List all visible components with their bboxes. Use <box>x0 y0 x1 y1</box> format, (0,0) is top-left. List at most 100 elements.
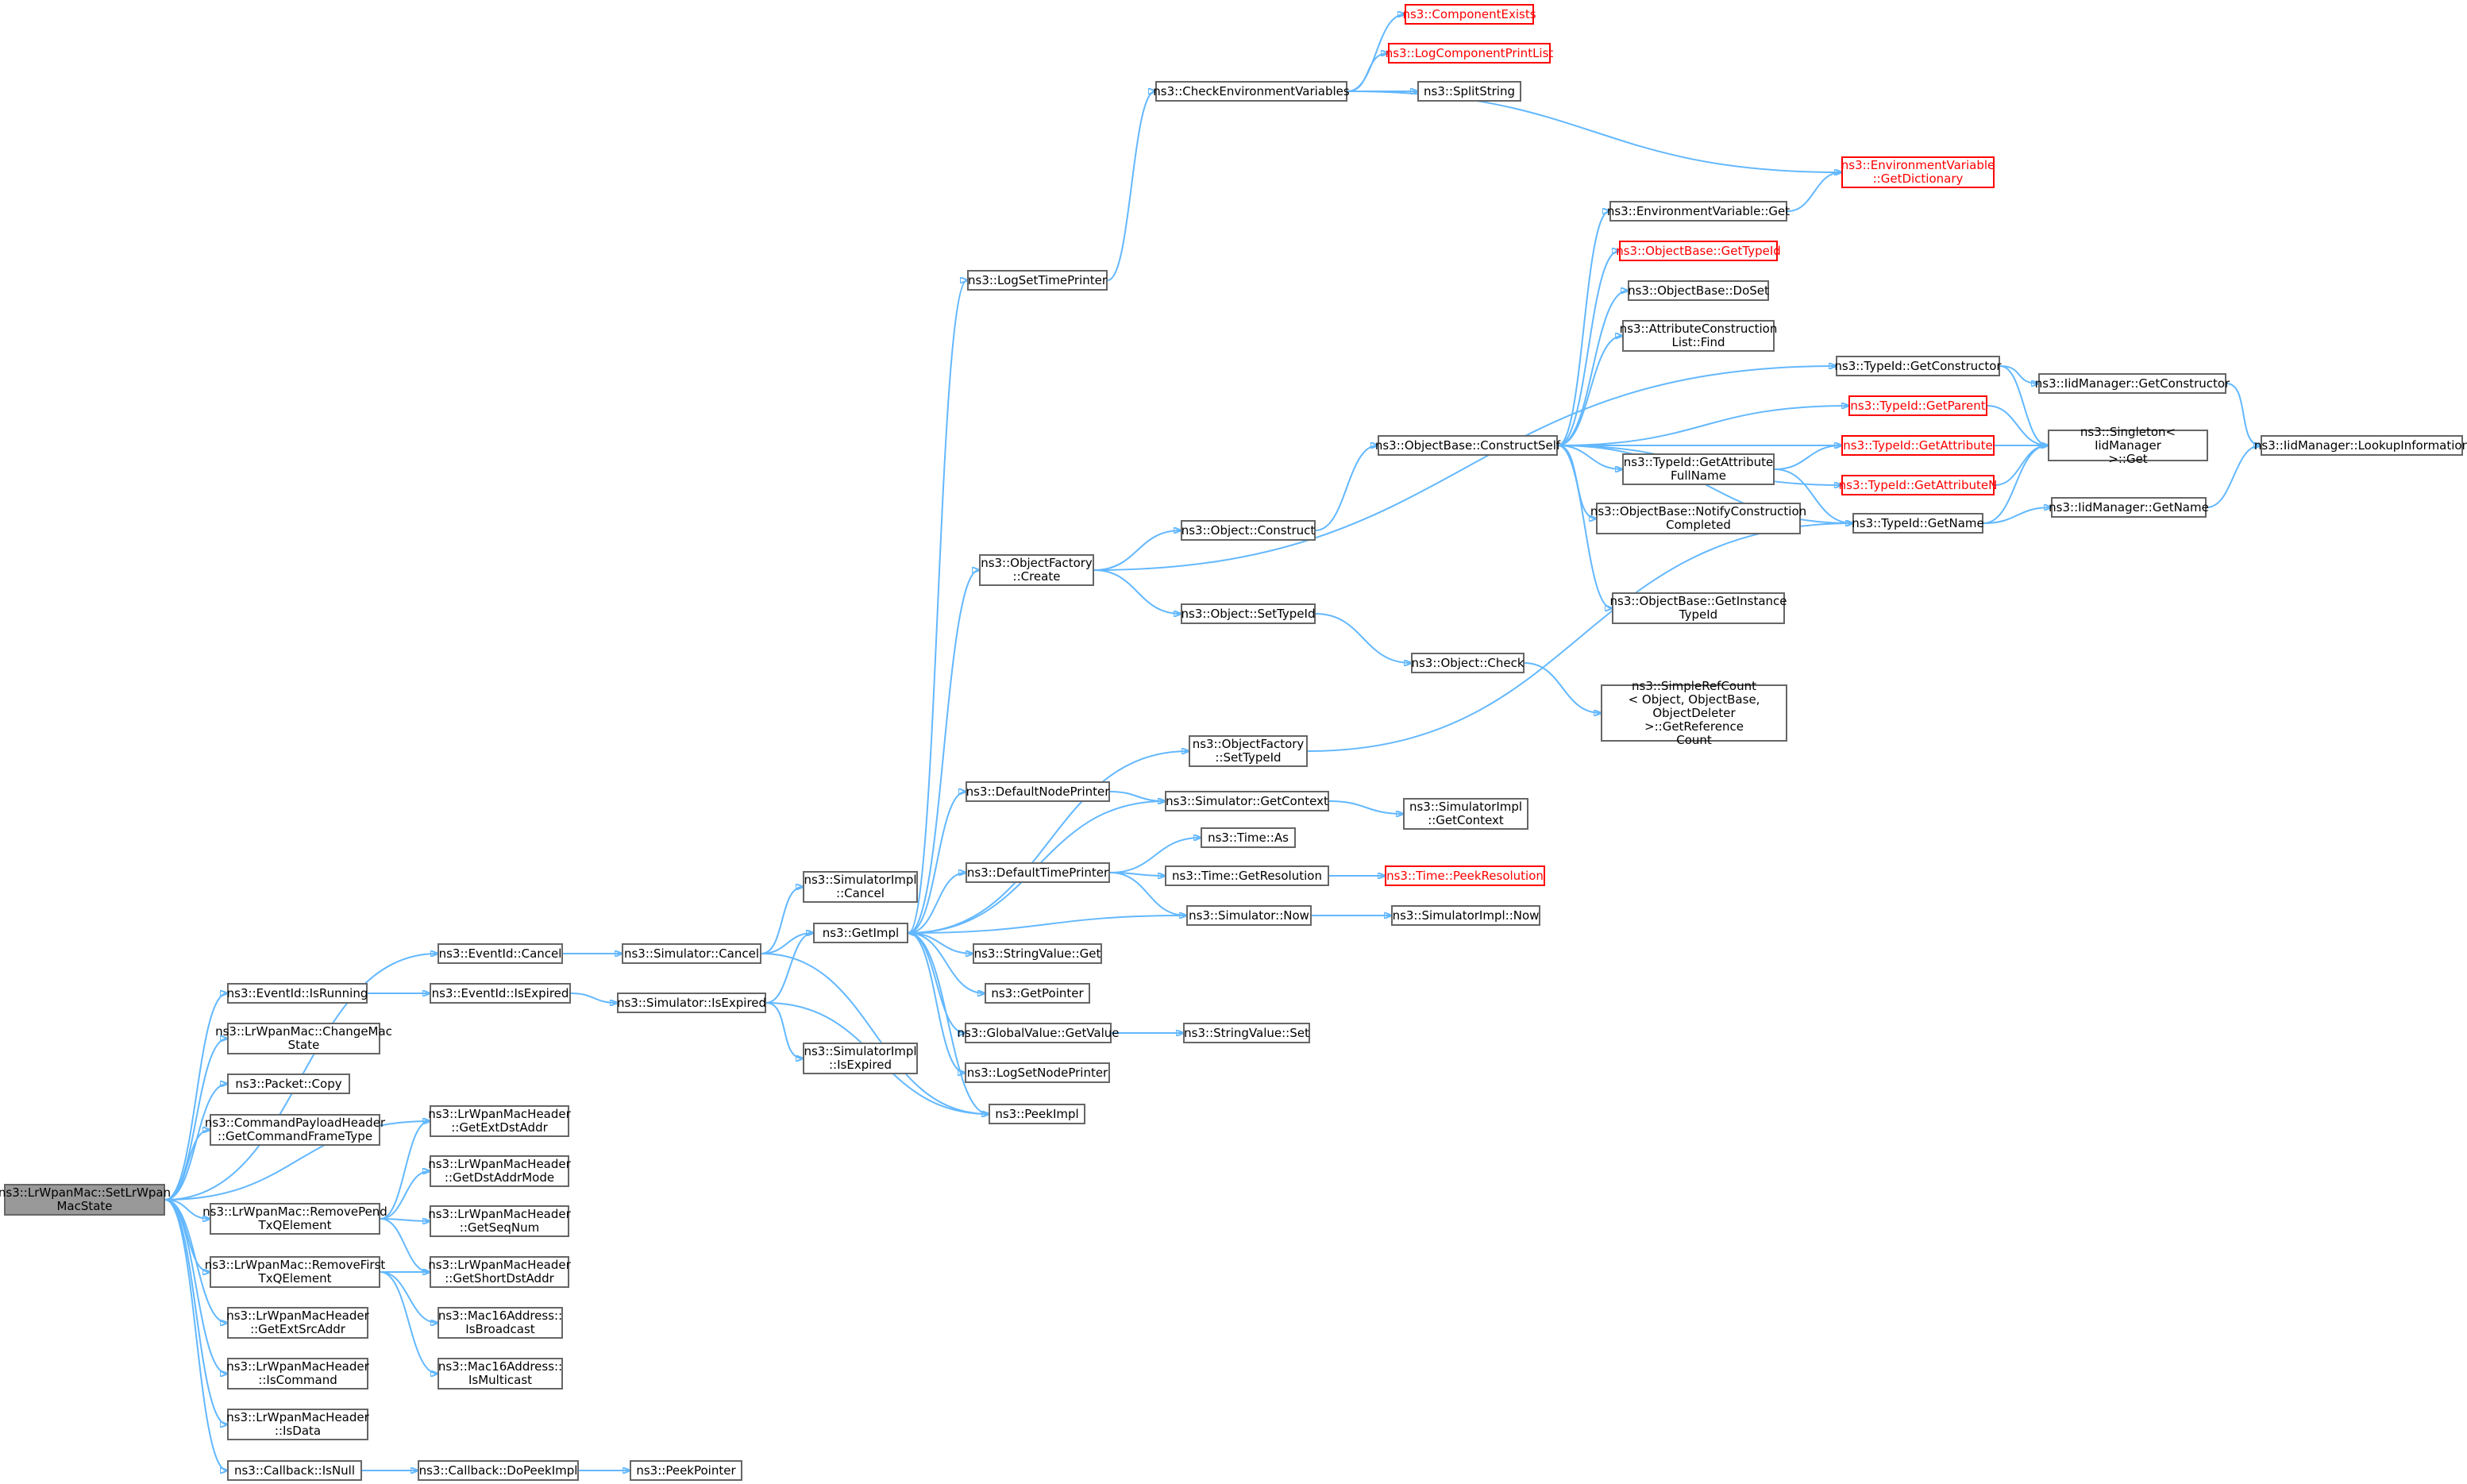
edge-removependtxq-to-getextdstaddr <box>380 1121 430 1220</box>
node-objectbase-doset[interactable]: ns3::ObjectBase::DoSet <box>1628 280 1769 301</box>
node-objectbase-gettypeid[interactable]: ns3::ObjectBase::GetTypeId <box>1616 241 1781 261</box>
node-simimpl-getcontext[interactable]: ns3::SimulatorImpl ::GetContext <box>1403 798 1528 830</box>
node-checkenvvars[interactable]: ns3::CheckEnvironmentVariables <box>1153 81 1350 102</box>
edge-getimpl-to-defaultnodeprinter <box>908 792 966 934</box>
edge-setlrwpanmacstate-to-changemacstate <box>164 1039 227 1201</box>
node-getextdstaddr[interactable]: ns3::LrWpanMacHeader ::GetExtDstAddr <box>428 1105 571 1137</box>
node-stringvalue-get[interactable]: ns3::StringValue::Get <box>973 943 1102 964</box>
node-iscommand[interactable]: ns3::LrWpanMacHeader ::IsCommand <box>226 1358 369 1390</box>
node-simulator-now[interactable]: ns3::Simulator::Now <box>1186 905 1312 926</box>
node-getseqnum[interactable]: ns3::LrWpanMacHeader ::GetSeqNum <box>428 1205 571 1237</box>
edge-objectfactory-create-to-object-settypeid <box>1093 569 1181 614</box>
node-isdata[interactable]: ns3::LrWpanMacHeader ::IsData <box>226 1409 369 1440</box>
node-changemacstate[interactable]: ns3::LrWpanMac::ChangeMac State <box>215 1023 392 1054</box>
node-mac16-isbroadcast[interactable]: ns3::Mac16Address:: IsBroadcast <box>438 1307 563 1339</box>
edge-object-check-to-simplerefcount <box>1524 662 1601 713</box>
node-defaulttimeprinter[interactable]: ns3::DefaultTimePrinter <box>966 862 1110 883</box>
edge-typeid-getname-to-iidmanager-getname <box>1983 507 2051 524</box>
node-callback-isnull[interactable]: ns3::Callback::IsNull <box>227 1460 362 1481</box>
node-attrconstructionlist-find[interactable]: ns3::AttributeConstruction List::Find <box>1620 320 1777 352</box>
node-splitstring[interactable]: ns3::SplitString <box>1417 81 1521 102</box>
edge-objectbase-constructself-to-attrconstructionlist-find <box>1557 336 1622 446</box>
node-simimpl-now[interactable]: ns3::SimulatorImpl::Now <box>1391 905 1540 926</box>
node-simimpl-cancel[interactable]: ns3::SimulatorImpl ::Cancel <box>803 871 918 903</box>
node-object-check[interactable]: ns3::Object::Check <box>1411 653 1525 673</box>
edge-checkenvvars-to-envvar-getdictionary <box>1347 91 1841 172</box>
node-typeid-getname[interactable]: ns3::TypeId::GetName <box>1852 513 1984 534</box>
node-singleton-get[interactable]: ns3::Singleton< IidManager >::Get <box>2048 425 2208 465</box>
node-typeid-getattributen[interactable]: ns3::TypeId::GetAttributeN <box>1839 475 1997 495</box>
node-packet-copy[interactable]: ns3::Packet::Copy <box>227 1073 350 1094</box>
node-eventid-isrunning[interactable]: ns3::EventId::IsRunning <box>227 983 368 1004</box>
edge-objectfactory-create-to-typeid-getconstructor <box>1093 366 1836 571</box>
node-simulator-cancel[interactable]: ns3::Simulator::Cancel <box>622 943 761 964</box>
edge-simulator-getcontext-to-simimpl-getcontext <box>1328 800 1403 814</box>
edge-eventid-isexpired-to-simulator-isexpired <box>570 993 617 1003</box>
edge-typeid-getattributefullname-to-typeid-getname <box>1774 468 1852 523</box>
node-getshortdstaddr[interactable]: ns3::LrWpanMacHeader ::GetShortDstAddr <box>428 1256 571 1288</box>
node-logsettimeprinter[interactable]: ns3::LogSetTimePrinter <box>967 270 1108 291</box>
node-peekimpl[interactable]: ns3::PeekImpl <box>989 1104 1085 1124</box>
edge-setlrwpanmacstate-to-getextsrcaddr <box>164 1199 227 1323</box>
edge-getimpl-to-getpointer <box>908 932 985 993</box>
node-object-construct[interactable]: ns3::Object::Construct <box>1181 520 1316 541</box>
node-time-getresolution[interactable]: ns3::Time::GetResolution <box>1165 865 1329 886</box>
node-typeid-getattribute[interactable]: ns3::TypeId::GetAttribute <box>1841 435 1995 456</box>
node-iidmanager-lookupinformation[interactable]: ns3::IidManager::LookupInformation <box>2254 435 2467 456</box>
edge-envvar-get-to-envvar-getdictionary <box>1787 172 1841 212</box>
node-getextsrcaddr[interactable]: ns3::LrWpanMacHeader ::GetExtSrcAddr <box>226 1307 369 1339</box>
node-logsetnodeprinter[interactable]: ns3::LogSetNodePrinter <box>965 1062 1110 1083</box>
edge-checkenvvars-to-logcomponentprintlist <box>1347 53 1388 92</box>
node-envvar-get[interactable]: ns3::EnvironmentVariable::Get <box>1607 201 1790 222</box>
edge-setlrwpanmacstate-to-removependtxq <box>164 1199 210 1219</box>
node-object-settypeid[interactable]: ns3::Object::SetTypeId <box>1181 603 1316 624</box>
node-peekpointer[interactable]: ns3::PeekPointer <box>630 1460 742 1481</box>
node-logcomponentprintlist[interactable]: ns3::LogComponentPrintList <box>1386 43 1553 64</box>
node-objectbase-notifyconstruction[interactable]: ns3::ObjectBase::NotifyConstruction Comp… <box>1590 503 1806 534</box>
edge-simulator-isexpired-to-getimpl <box>765 933 813 1004</box>
node-objectbase-constructself[interactable]: ns3::ObjectBase::ConstructSelf <box>1375 435 1560 456</box>
edge-removependtxq-to-getseqnum <box>380 1219 430 1221</box>
edge-iidmanager-getname-to-iidmanager-lookupinformation <box>2206 445 2261 508</box>
node-typeid-getattributefullname[interactable]: ns3::TypeId::GetAttribute FullName <box>1622 453 1775 485</box>
node-stringvalue-set[interactable]: ns3::StringValue::Set <box>1183 1023 1310 1043</box>
node-objectfactory-create[interactable]: ns3::ObjectFactory ::Create <box>979 554 1094 586</box>
node-removefirsttxq[interactable]: ns3::LrWpanMac::RemoveFirst TxQElement <box>205 1256 385 1288</box>
node-eventid-cancel[interactable]: ns3::EventId::Cancel <box>438 943 563 964</box>
node-getcommandframetype[interactable]: ns3::CommandPayloadHeader ::GetCommandFr… <box>205 1114 385 1146</box>
node-simulator-getcontext[interactable]: ns3::Simulator::GetContext <box>1165 791 1329 811</box>
node-time-as[interactable]: ns3::Time::As <box>1201 827 1296 848</box>
node-getdstaddrmode[interactable]: ns3::LrWpanMacHeader ::GetDstAddrMode <box>428 1155 571 1187</box>
edge-getimpl-to-logsetnodeprinter <box>908 932 965 1073</box>
node-simimpl-isexpired[interactable]: ns3::SimulatorImpl ::IsExpired <box>803 1043 918 1074</box>
node-iidmanager-getconstructor[interactable]: ns3::IidManager::GetConstructor <box>2035 373 2230 394</box>
node-objectbase-getinstancetypeid[interactable]: ns3::ObjectBase::GetInstance TypeId <box>1610 592 1787 624</box>
node-typeid-getparent[interactable]: ns3::TypeId::GetParent <box>1848 395 1987 416</box>
edge-setlrwpanmacstate-to-iscommand <box>164 1199 227 1374</box>
edge-typeid-getparent-to-singleton-get <box>1987 405 2048 445</box>
node-envvar-getdictionary[interactable]: ns3::EnvironmentVariable ::GetDictionary <box>1841 156 1995 188</box>
edge-removefirsttxq-to-mac16-ismulticast <box>380 1271 438 1374</box>
node-objectfactory-settypeid[interactable]: ns3::ObjectFactory ::SetTypeId <box>1189 735 1308 767</box>
node-simplerefcount[interactable]: ns3::SimpleRefCount < Object, ObjectBase… <box>1601 679 1787 746</box>
node-defaultnodeprinter[interactable]: ns3::DefaultNodePrinter <box>966 781 1110 802</box>
node-iidmanager-getname[interactable]: ns3::IidManager::GetName <box>2049 497 2209 518</box>
node-globalvalue-getvalue[interactable]: ns3::GlobalValue::GetValue <box>957 1023 1120 1043</box>
node-simulator-isexpired[interactable]: ns3::Simulator::IsExpired <box>617 993 766 1013</box>
edge-getimpl-to-peekimpl <box>908 932 989 1114</box>
node-removependtxq[interactable]: ns3::LrWpanMac::RemovePend TxQElement <box>202 1203 387 1235</box>
node-getpointer[interactable]: ns3::GetPointer <box>985 983 1090 1004</box>
node-eventid-isexpired[interactable]: ns3::EventId::IsExpired <box>430 983 571 1004</box>
edge-typeid-getconstructor-to-iidmanager-getconstructor <box>1999 365 2038 384</box>
edge-simulator-cancel-to-simimpl-cancel <box>761 887 803 954</box>
node-callback-dopeekimpl[interactable]: ns3::Callback::DoPeekImpl <box>418 1460 579 1481</box>
node-time-peekresolution[interactable]: ns3::Time::PeekResolution <box>1385 865 1545 886</box>
edge-iidmanager-getconstructor-to-iidmanager-lookupinformation <box>2226 383 2261 445</box>
edge-defaulttimeprinter-to-time-as <box>1109 838 1201 873</box>
node-mac16-ismulticast[interactable]: ns3::Mac16Address:: IsMulticast <box>438 1358 563 1390</box>
edge-objectbase-constructself-to-objectbase-gettypeid <box>1557 251 1619 446</box>
node-typeid-getconstructor[interactable]: ns3::TypeId::GetConstructor <box>1834 356 2002 376</box>
node-componentexists[interactable]: ns3::ComponentExists <box>1402 4 1536 25</box>
node-getimpl[interactable]: ns3::GetImpl <box>813 923 908 943</box>
